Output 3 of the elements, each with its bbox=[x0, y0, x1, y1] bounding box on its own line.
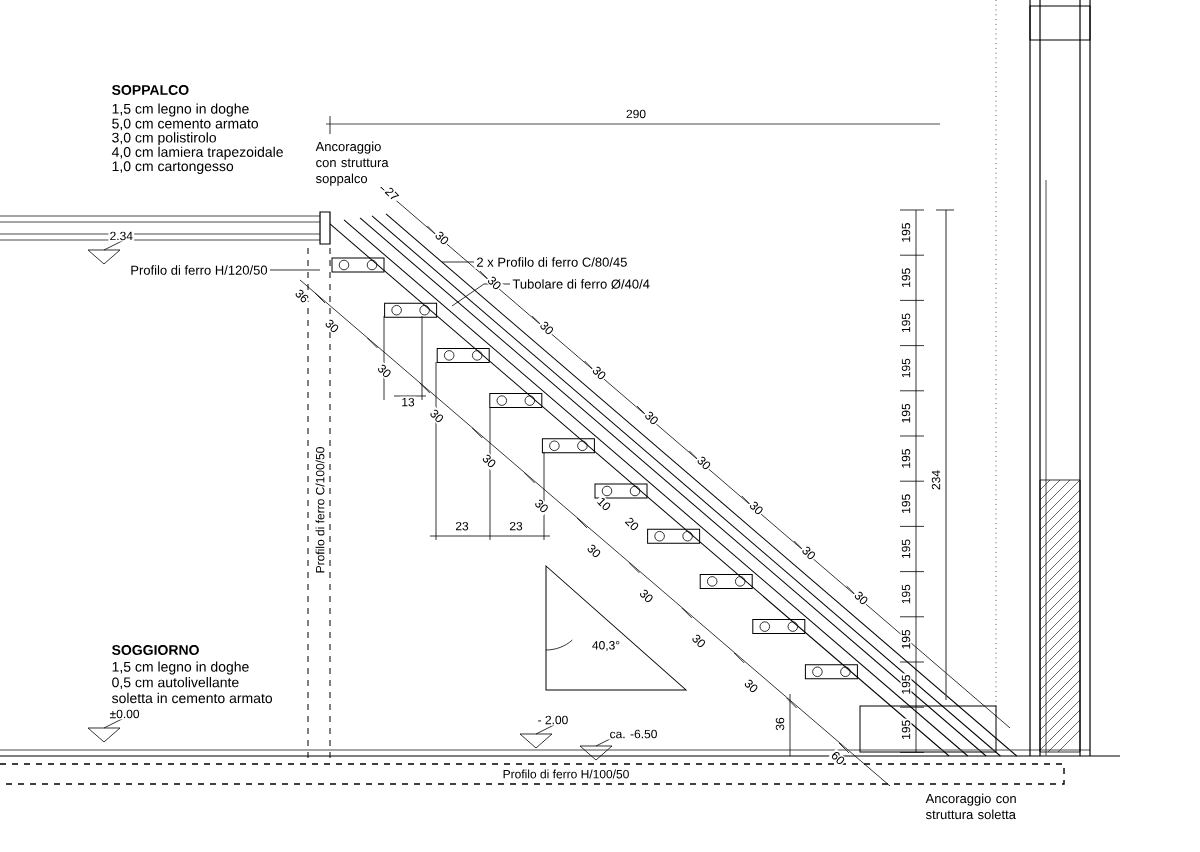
leader-line bbox=[441, 261, 475, 263]
leader-line bbox=[451, 283, 511, 307]
leader-line bbox=[269, 269, 321, 271]
